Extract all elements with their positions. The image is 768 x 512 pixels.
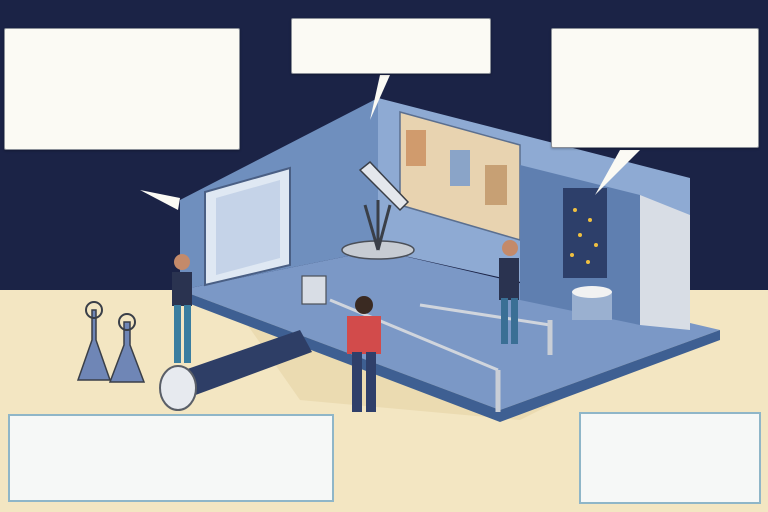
board-picture-1 xyxy=(406,130,426,166)
callout-top-right xyxy=(551,28,759,148)
display-case xyxy=(563,188,607,278)
person-left xyxy=(172,254,192,363)
pedestal xyxy=(572,292,612,320)
rail-posts xyxy=(495,320,553,412)
pointer-top-right xyxy=(595,150,640,195)
pointer-top-left xyxy=(140,190,180,210)
platform-edge xyxy=(180,290,720,422)
cylinder-end xyxy=(159,365,197,411)
person-red-shirt xyxy=(347,296,381,412)
info-panel-bottom-right xyxy=(579,412,761,504)
callout-top-left xyxy=(4,28,240,150)
board-picture-3 xyxy=(485,165,507,205)
person-right xyxy=(499,240,519,344)
callout-top-center xyxy=(291,18,491,74)
apparatus-tripod xyxy=(363,200,392,251)
board-picture-2 xyxy=(450,150,470,186)
telescope-body xyxy=(358,160,410,212)
info-panel-bottom-left xyxy=(8,414,334,502)
small-machine xyxy=(301,275,327,305)
pointer-top-center xyxy=(370,75,390,120)
cylinder-tube xyxy=(170,330,312,400)
right-cabinet-side xyxy=(640,195,690,330)
pedestal-top xyxy=(572,286,612,298)
glass-cabinet-inner xyxy=(216,180,280,275)
flask-right xyxy=(108,313,146,383)
display-case-dots xyxy=(570,208,598,264)
